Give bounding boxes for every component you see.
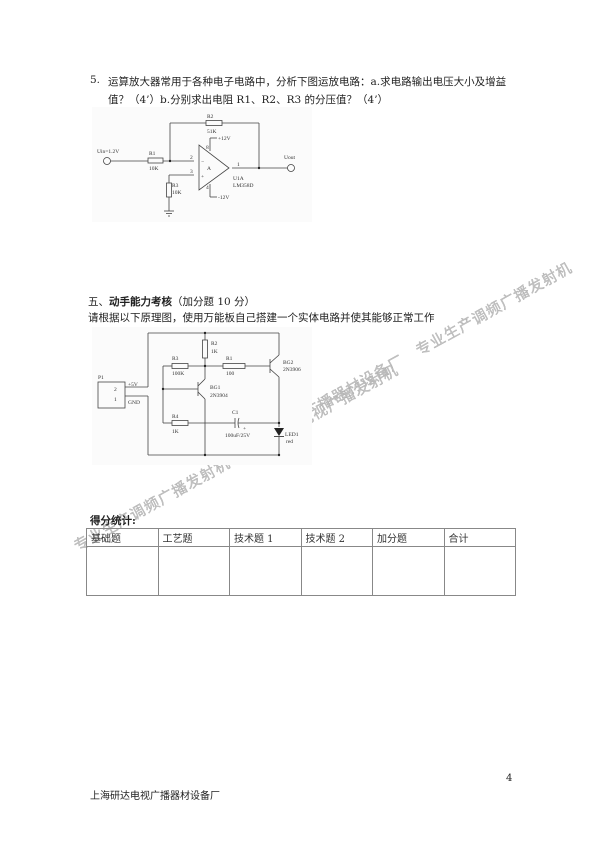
label-bg1-part: 2N3904	[210, 393, 228, 399]
header-cell: 加分题	[372, 528, 445, 547]
label-r1-value: 100	[226, 371, 235, 377]
section-instruction: 请根据以下原理图，使用万能板自己搭建一个实体电路并使其能够正常工作	[88, 312, 435, 324]
page-number: 4	[506, 773, 513, 784]
question-number: 5.	[90, 74, 101, 86]
label-minus: −	[201, 159, 204, 165]
led-icon	[274, 428, 284, 436]
label-part: LM358D	[233, 183, 254, 189]
label-pin1: 1	[237, 162, 240, 168]
label-vneg: -12V	[218, 195, 229, 201]
score-title: 得分统计:	[90, 515, 136, 527]
header-cell: 基础题	[86, 528, 159, 547]
section-title-prefix: 五、	[88, 296, 109, 308]
transistor-circuit-diagram: P1 2 1 +5V GND R2 1K R3 100K R1 100 BG2 …	[92, 327, 312, 465]
label-c1-value: 100uF/25V	[225, 433, 250, 439]
label-r4: R4	[172, 414, 179, 420]
table-row	[86, 546, 516, 596]
label-bg1: BG1	[210, 385, 221, 391]
score-cell[interactable]	[300, 546, 373, 596]
label-r3-value: 100K	[172, 371, 184, 377]
label-vpos: +12V	[218, 136, 231, 142]
label-c1-plus: +	[243, 426, 246, 432]
section-title: 五、动手能力考核（加分题 10 分）	[88, 294, 255, 309]
label-pin3: 3	[190, 169, 193, 175]
label-5v: +5V	[128, 382, 138, 388]
header-cell: 合计	[443, 528, 516, 547]
label-uin: Uin=1.2V	[97, 149, 119, 155]
score-table: 基础题 工艺题 技术题 1 技术题 2 加分题 合计	[86, 528, 516, 596]
question-text-line2: 值？（4’）b.分别求出电阻 R1、R2、R3 的分压值？（4’）	[108, 94, 389, 106]
label-c1: C1	[232, 410, 239, 416]
label-uout: Uout	[284, 155, 295, 161]
score-cell[interactable]	[372, 546, 445, 596]
label-pin2: 2	[190, 155, 193, 161]
label-r3: R3	[172, 183, 179, 189]
label-gnd: GND	[128, 400, 140, 406]
label-r2: R2	[211, 341, 218, 347]
label-bg2-part: 2N3906	[283, 367, 301, 373]
score-cell[interactable]	[229, 546, 302, 596]
label-r1-value: 10K	[149, 166, 159, 172]
label-plus: +	[201, 174, 204, 180]
label-r3-value: 10K	[172, 190, 182, 196]
label-pin8: 8	[206, 145, 209, 151]
label-r4-value: 1K	[172, 429, 179, 435]
footer-text: 上海研达电视广播器材设备厂	[90, 791, 220, 802]
label-led-color: red	[286, 439, 293, 445]
header-cell: 技术题 2	[300, 528, 373, 547]
score-cell[interactable]	[86, 546, 159, 596]
opamp-circuit-diagram: Uin=1.2V R1 10K R2 51K R3 10K +12V -12V …	[92, 107, 312, 222]
label-r2-value: 1K	[211, 349, 218, 355]
label-unit: U1A	[233, 176, 244, 182]
table-header-row: 基础题 工艺题 技术题 1 技术题 2 加分题 合计	[86, 528, 516, 547]
label-r1: R1	[149, 151, 156, 157]
label-r1: R1	[226, 356, 233, 362]
section-title-bold: 动手能力考核	[109, 296, 172, 308]
score-cell[interactable]	[443, 546, 516, 596]
score-cell[interactable]	[157, 546, 230, 596]
header-cell: 工艺题	[157, 528, 230, 547]
label-r3: R3	[172, 356, 179, 362]
header-cell: 技术题 1	[229, 528, 302, 547]
label-p1: P1	[98, 375, 104, 381]
label-r2-value: 51K	[207, 129, 217, 135]
label-pin1: 1	[114, 397, 117, 403]
section-title-suffix: （加分题 10 分）	[172, 296, 256, 308]
question-text-line1: 运算放大器常用于各种电子电路中，分析下图运放电路：a.求电路输出电压大小及增益	[108, 76, 507, 88]
label-pin4: 4	[206, 185, 209, 191]
label-amp: A	[207, 166, 211, 172]
label-bg2: BG2	[283, 360, 294, 366]
label-led: LED1	[285, 432, 299, 438]
label-pin2: 2	[114, 387, 117, 393]
label-r2: R2	[207, 114, 214, 120]
